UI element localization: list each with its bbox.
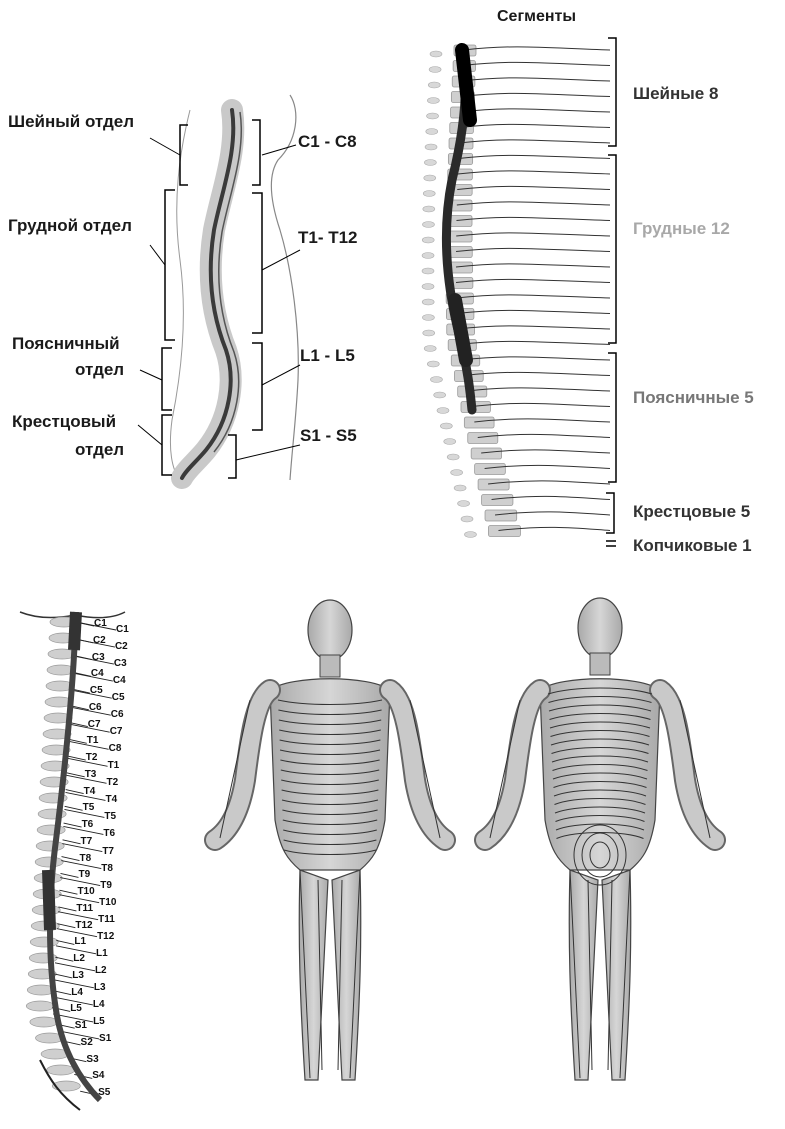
figure-back xyxy=(485,598,715,1080)
figure-front xyxy=(215,600,445,1080)
